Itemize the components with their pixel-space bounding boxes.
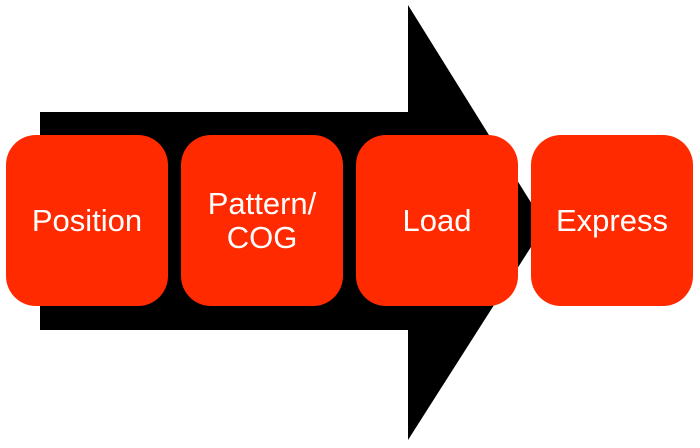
step-express: Express — [531, 135, 693, 306]
step-load: Load — [356, 135, 518, 306]
step-position-label: Position — [31, 202, 143, 238]
step-position: Position — [6, 135, 168, 306]
step-pattern-cog: Pattern/ COG — [181, 135, 343, 306]
step-load-label: Load — [402, 202, 472, 238]
step-pattern-cog-label: Pattern/ COG — [207, 185, 317, 255]
step-express-label: Express — [556, 202, 668, 238]
